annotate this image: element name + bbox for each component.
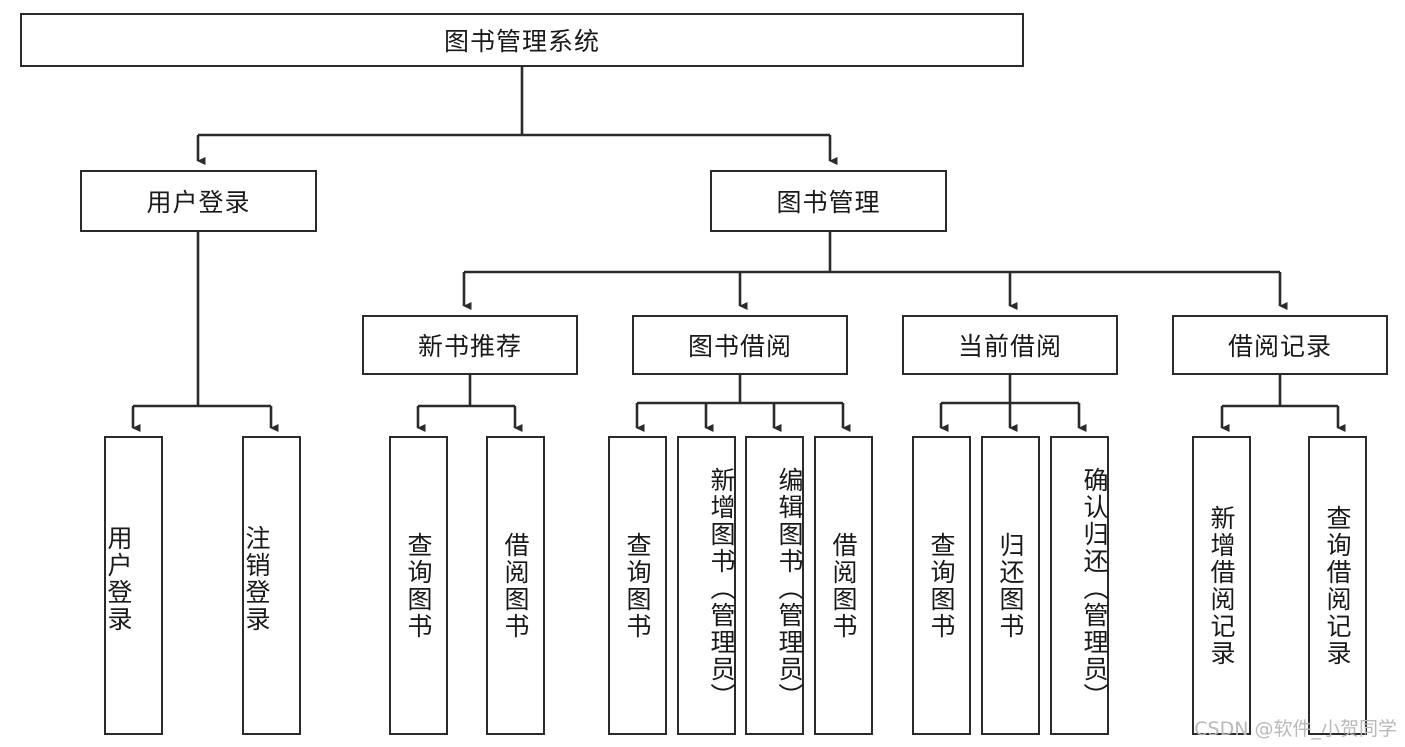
node-user-login[interactable]: 用户登录 [80,170,317,232]
node-book-borrow[interactable]: 图书借阅 [632,315,848,375]
leaf-label: 确认归还（管理员） [1080,467,1109,710]
leaf-user-login-login[interactable]: 用户登录 [104,436,163,735]
leaf-label: 注销登录 [242,524,271,633]
leaf-label: 查询图书 [404,531,433,640]
leaf-user-login-logout[interactable]: 注销登录 [242,436,301,735]
leaf-book-borrow-add[interactable]: 新增图书（管理员） [677,436,736,735]
leaf-current-borrow-confirm[interactable]: 确认归还（管理员） [1050,436,1109,735]
leaf-label: 用户登录 [104,524,133,633]
leaf-label: 借阅图书 [829,531,858,640]
node-current-borrow[interactable]: 当前借阅 [902,315,1118,375]
leaf-current-borrow-return[interactable]: 归还图书 [981,436,1040,735]
node-new-book-recommend[interactable]: 新书推荐 [362,315,578,375]
leaf-label: 编辑图书（管理员） [775,467,804,710]
leaf-label: 新增图书（管理员） [707,467,736,710]
leaf-book-borrow-edit[interactable]: 编辑图书（管理员） [745,436,804,735]
leaf-label: 借阅图书 [501,531,530,640]
leaf-label: 查询借阅记录 [1323,504,1352,667]
leaf-new-book-borrow[interactable]: 借阅图书 [486,436,545,735]
leaf-book-borrow-query[interactable]: 查询图书 [608,436,667,735]
leaf-book-borrow-borrow[interactable]: 借阅图书 [814,436,873,735]
leaf-label: 归还图书 [996,531,1025,640]
csdn-watermark: CSDN @软件_小贺同学 [1194,718,1397,740]
leaf-borrow-records-query[interactable]: 查询借阅记录 [1308,436,1367,735]
node-book-management[interactable]: 图书管理 [710,170,947,232]
leaf-label: 新增借阅记录 [1207,504,1236,667]
node-root-system[interactable]: 图书管理系统 [20,13,1024,67]
leaf-new-book-query[interactable]: 查询图书 [389,436,448,735]
node-borrow-records[interactable]: 借阅记录 [1172,315,1388,375]
leaf-current-borrow-query[interactable]: 查询图书 [912,436,971,735]
leaf-label: 查询图书 [927,531,956,640]
leaf-label: 查询图书 [623,531,652,640]
leaf-borrow-records-add[interactable]: 新增借阅记录 [1192,436,1251,735]
